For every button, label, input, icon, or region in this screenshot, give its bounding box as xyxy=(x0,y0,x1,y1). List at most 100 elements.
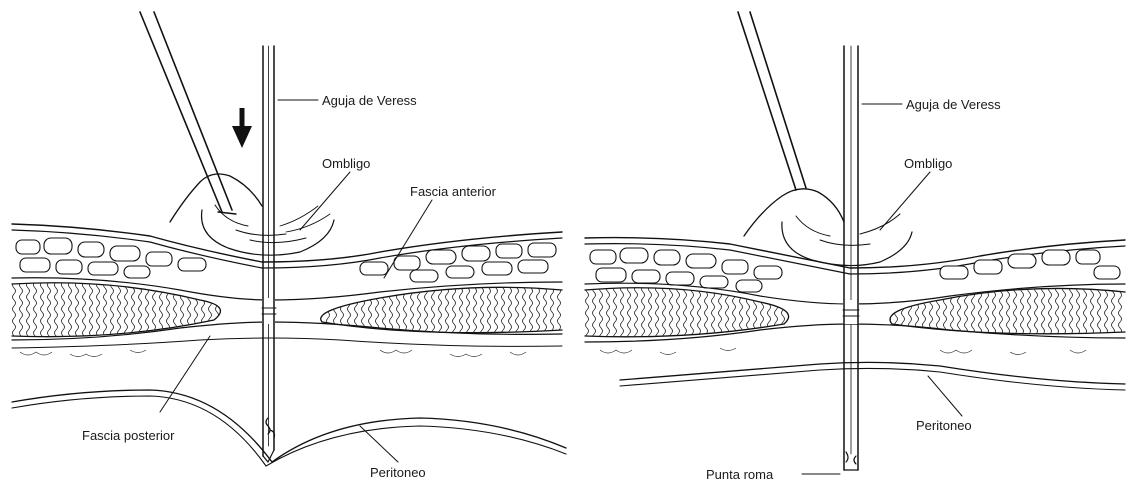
muscle-fiber xyxy=(153,276,156,348)
muscle-fiber xyxy=(733,280,736,346)
muscle-fiber xyxy=(474,276,477,348)
muscle-fiber xyxy=(698,280,701,346)
right-label-blunt-tip: Punta roma xyxy=(706,467,774,482)
left-veress-needle[interactable] xyxy=(262,46,276,462)
muscle-fiber xyxy=(986,280,989,346)
left-navel xyxy=(170,174,334,255)
muscle-fiber xyxy=(188,276,191,348)
muscle-fiber xyxy=(13,276,16,348)
left-panel: Aguja de Veress Ombligo Fascia anterior … xyxy=(12,12,566,480)
muscle-fiber xyxy=(195,276,198,348)
muscle-fiber xyxy=(944,280,947,346)
muscle-fiber xyxy=(951,280,954,346)
right-navel xyxy=(744,189,912,266)
right-fat-layer xyxy=(590,248,1120,292)
muscle-fiber xyxy=(111,276,114,348)
muscle-fiber xyxy=(446,276,449,348)
muscle-fiber xyxy=(334,276,337,348)
muscle-fiber xyxy=(979,280,982,346)
muscle-fiber xyxy=(1070,280,1073,346)
muscle-fiber xyxy=(216,276,219,348)
right-label-navel: Ombligo xyxy=(904,156,952,171)
muscle-fiber xyxy=(775,280,778,346)
muscle-fiber xyxy=(355,276,358,348)
left-label-navel: Ombligo xyxy=(322,156,370,171)
right-veress-needle[interactable] xyxy=(843,46,859,470)
muscle-fiber xyxy=(146,276,149,348)
muscle-fiber xyxy=(768,280,771,346)
left-muscle-left xyxy=(12,276,226,348)
muscle-fiber xyxy=(320,276,323,348)
right-label-needle: Aguja de Veress xyxy=(906,97,1001,112)
muscle-fiber xyxy=(223,276,226,348)
muscle-fiber xyxy=(341,276,344,348)
muscle-fiber xyxy=(923,280,926,346)
muscle-fiber xyxy=(551,276,554,348)
left-label-peritoneum: Peritoneo xyxy=(370,465,426,480)
muscle-fiber xyxy=(902,280,905,346)
muscle-fiber xyxy=(174,276,177,348)
muscle-fiber xyxy=(930,280,933,346)
muscle-fiber xyxy=(530,276,533,348)
muscle-fiber xyxy=(181,276,184,348)
muscle-fiber xyxy=(362,276,365,348)
muscle-fiber xyxy=(132,276,135,348)
down-arrow-icon xyxy=(232,108,252,148)
muscle-fiber xyxy=(544,276,547,348)
muscle-fiber xyxy=(348,276,351,348)
muscle-fiber xyxy=(516,276,519,348)
muscle-fiber xyxy=(1077,280,1080,346)
muscle-fiber xyxy=(460,276,463,348)
muscle-fiber xyxy=(1112,280,1115,346)
muscle-fiber xyxy=(453,276,456,348)
muscle-fiber xyxy=(397,276,400,348)
muscle-fiber xyxy=(558,276,561,348)
muscle-fiber xyxy=(937,280,940,346)
muscle-fiber xyxy=(628,280,631,346)
muscle-fiber xyxy=(425,276,428,348)
muscle-fiber xyxy=(83,276,86,348)
left-peritoneum xyxy=(12,390,566,462)
muscle-fiber xyxy=(390,276,393,348)
muscle-fiber xyxy=(404,276,407,348)
right-peritoneum xyxy=(620,362,1125,384)
left-label-anterior-fascia: Fascia anterior xyxy=(410,184,497,199)
muscle-fiber xyxy=(523,276,526,348)
right-forceps xyxy=(738,12,806,190)
left-label-posterior-fascia: Fascia posterior xyxy=(82,428,175,443)
muscle-fiber xyxy=(888,280,891,346)
left-forceps xyxy=(140,12,236,214)
muscle-fiber xyxy=(972,280,975,346)
muscle-fiber xyxy=(418,276,421,348)
muscle-fiber xyxy=(118,276,121,348)
muscle-fiber xyxy=(909,280,912,346)
muscle-fiber xyxy=(789,280,792,346)
muscle-fiber xyxy=(313,276,316,348)
muscle-fiber xyxy=(958,280,961,346)
muscle-fiber xyxy=(167,276,170,348)
muscle-fiber xyxy=(537,276,540,348)
muscle-fiber xyxy=(1063,280,1066,346)
muscle-fiber xyxy=(782,280,785,346)
muscle-fiber xyxy=(202,276,205,348)
muscle-fiber xyxy=(383,276,386,348)
muscle-fiber xyxy=(916,280,919,346)
left-label-needle: Aguja de Veress xyxy=(322,93,417,108)
muscle-fiber xyxy=(411,276,414,348)
muscle-fiber xyxy=(20,276,23,348)
muscle-fiber xyxy=(1056,280,1059,346)
muscle-fiber xyxy=(621,280,624,346)
right-panel: Aguja de Veress Ombligo Peritoneo Punta … xyxy=(585,12,1125,482)
muscle-fiber xyxy=(27,276,30,348)
muscle-fiber xyxy=(993,280,996,346)
muscle-fiber xyxy=(881,280,884,346)
muscle-fiber xyxy=(76,276,79,348)
muscle-fiber xyxy=(104,276,107,348)
muscle-fiber xyxy=(376,276,379,348)
muscle-fiber xyxy=(965,280,968,346)
muscle-fiber xyxy=(139,276,142,348)
right-label-peritoneum: Peritoneo xyxy=(916,418,972,433)
muscle-fiber xyxy=(467,276,470,348)
muscle-fiber xyxy=(1084,280,1087,346)
